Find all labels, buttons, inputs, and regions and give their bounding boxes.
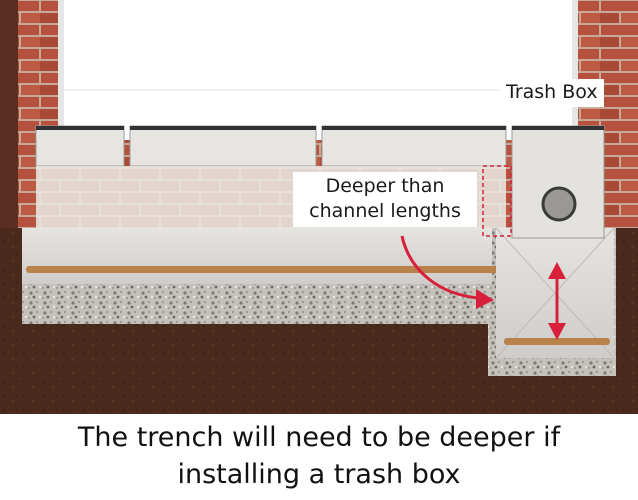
channel-section (35, 125, 125, 167)
depth-marker (482, 165, 512, 237)
garage-door (64, 0, 572, 140)
deeper-label-line2: channel lengths (309, 200, 461, 222)
channel-concrete-bed (22, 228, 492, 284)
wall-post (0, 0, 18, 230)
deeper-label: Deeper than channel lengths (293, 172, 477, 227)
trash-box-label: Trash Box (500, 79, 604, 107)
channel-section (321, 125, 507, 167)
channel-rebar (26, 266, 504, 273)
curved-arrow (400, 235, 479, 300)
channel-section (129, 125, 317, 167)
diagram-scene: Trash Box Deeper than channel lengths (0, 0, 638, 414)
trash-box-label-text: Trash Box (506, 81, 598, 103)
caption-line2: installing a trash box (177, 459, 461, 490)
trench-illustration (0, 0, 638, 414)
deeper-label-line1: Deeper than (325, 175, 445, 197)
caption: The trench will need to be deeper if ins… (0, 414, 638, 500)
trash-box-rebar (504, 338, 610, 345)
caption-line1: The trench will need to be deeper if (77, 422, 561, 453)
outlet-pipe (541, 186, 577, 222)
